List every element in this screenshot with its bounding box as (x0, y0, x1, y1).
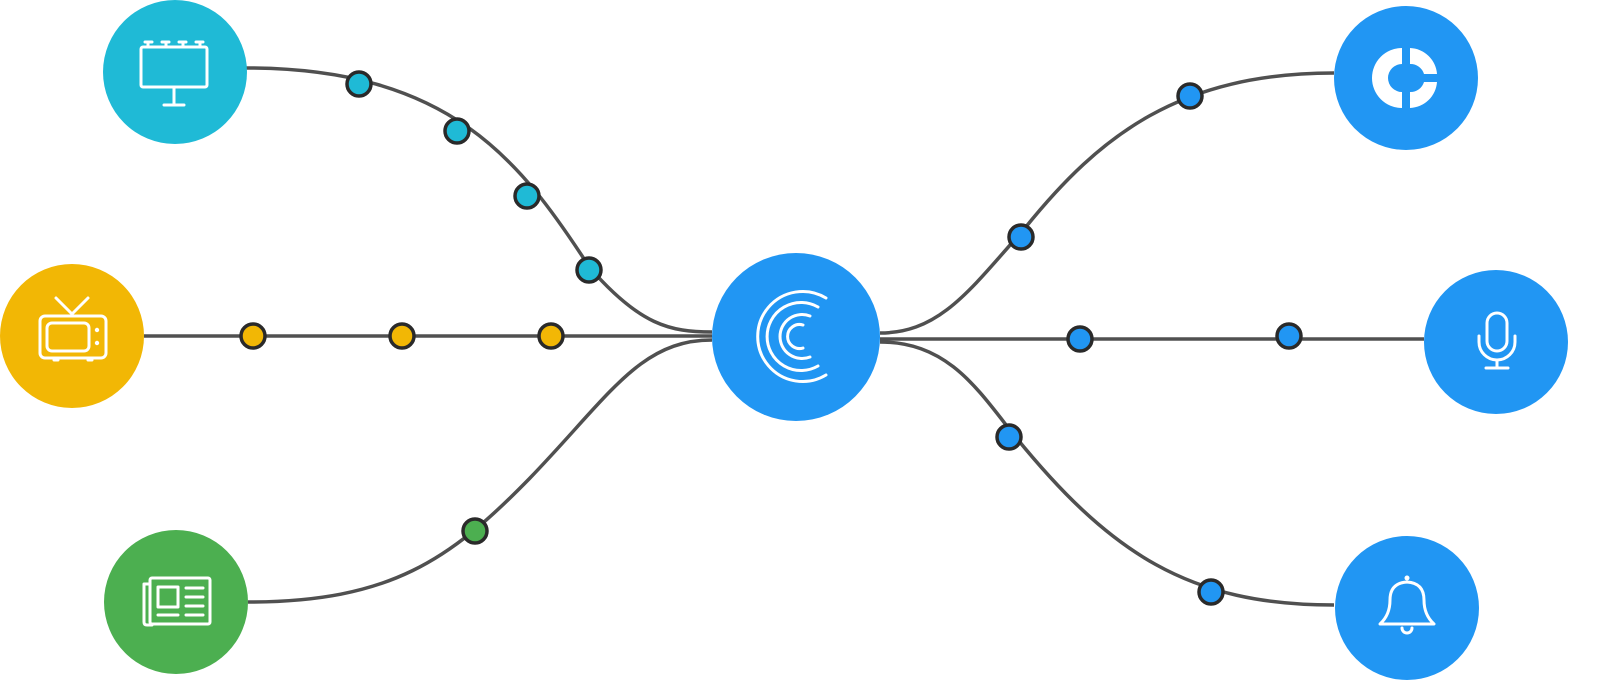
bell-node (1335, 536, 1479, 680)
waypoint-dot (1275, 322, 1303, 350)
billboard-node-circle (103, 0, 247, 144)
brand-c-logo-icon (756, 290, 828, 383)
waypoint-dot (461, 517, 489, 545)
newspaper-node-circle (104, 530, 248, 674)
connector-billboard-hub (245, 66, 713, 334)
target-icon (1372, 48, 1437, 108)
microphone-node (1424, 270, 1568, 414)
waypoint-dot (239, 322, 267, 350)
tv-node (0, 264, 144, 408)
bell-node-circle (1335, 536, 1479, 680)
waypoint-dot (1007, 223, 1035, 251)
hub-node (712, 253, 880, 421)
target-node-circle (1334, 6, 1478, 150)
tv-node-circle (0, 264, 144, 408)
waypoint-dot (513, 182, 541, 210)
waypoint-dot (1176, 82, 1204, 110)
waypoint-dot (388, 322, 416, 350)
waypoint-dot (443, 117, 471, 145)
newspaper-node (104, 530, 248, 674)
connector-hub-bell (879, 340, 1335, 607)
waypoint-dot (995, 423, 1023, 451)
billboard-node (103, 0, 247, 144)
connector-newspaper-hub (247, 338, 713, 604)
waypoint-dot (575, 256, 603, 284)
billboard-icon (139, 40, 209, 107)
connectors (144, 66, 1424, 607)
waypoint-dots (239, 70, 1303, 606)
tv-icon (38, 296, 108, 362)
hub-node-circle (712, 253, 880, 421)
connector-hub-target (879, 71, 1335, 335)
microphone-node-circle (1424, 270, 1568, 414)
waypoint-dot (537, 322, 565, 350)
microphone-icon (1477, 311, 1517, 370)
waypoint-dot (345, 70, 373, 98)
newspaper-icon (142, 576, 212, 627)
bell-icon (1378, 575, 1436, 635)
target-node (1334, 6, 1478, 150)
waypoint-dot (1066, 325, 1094, 353)
waypoint-dot (1197, 578, 1225, 606)
